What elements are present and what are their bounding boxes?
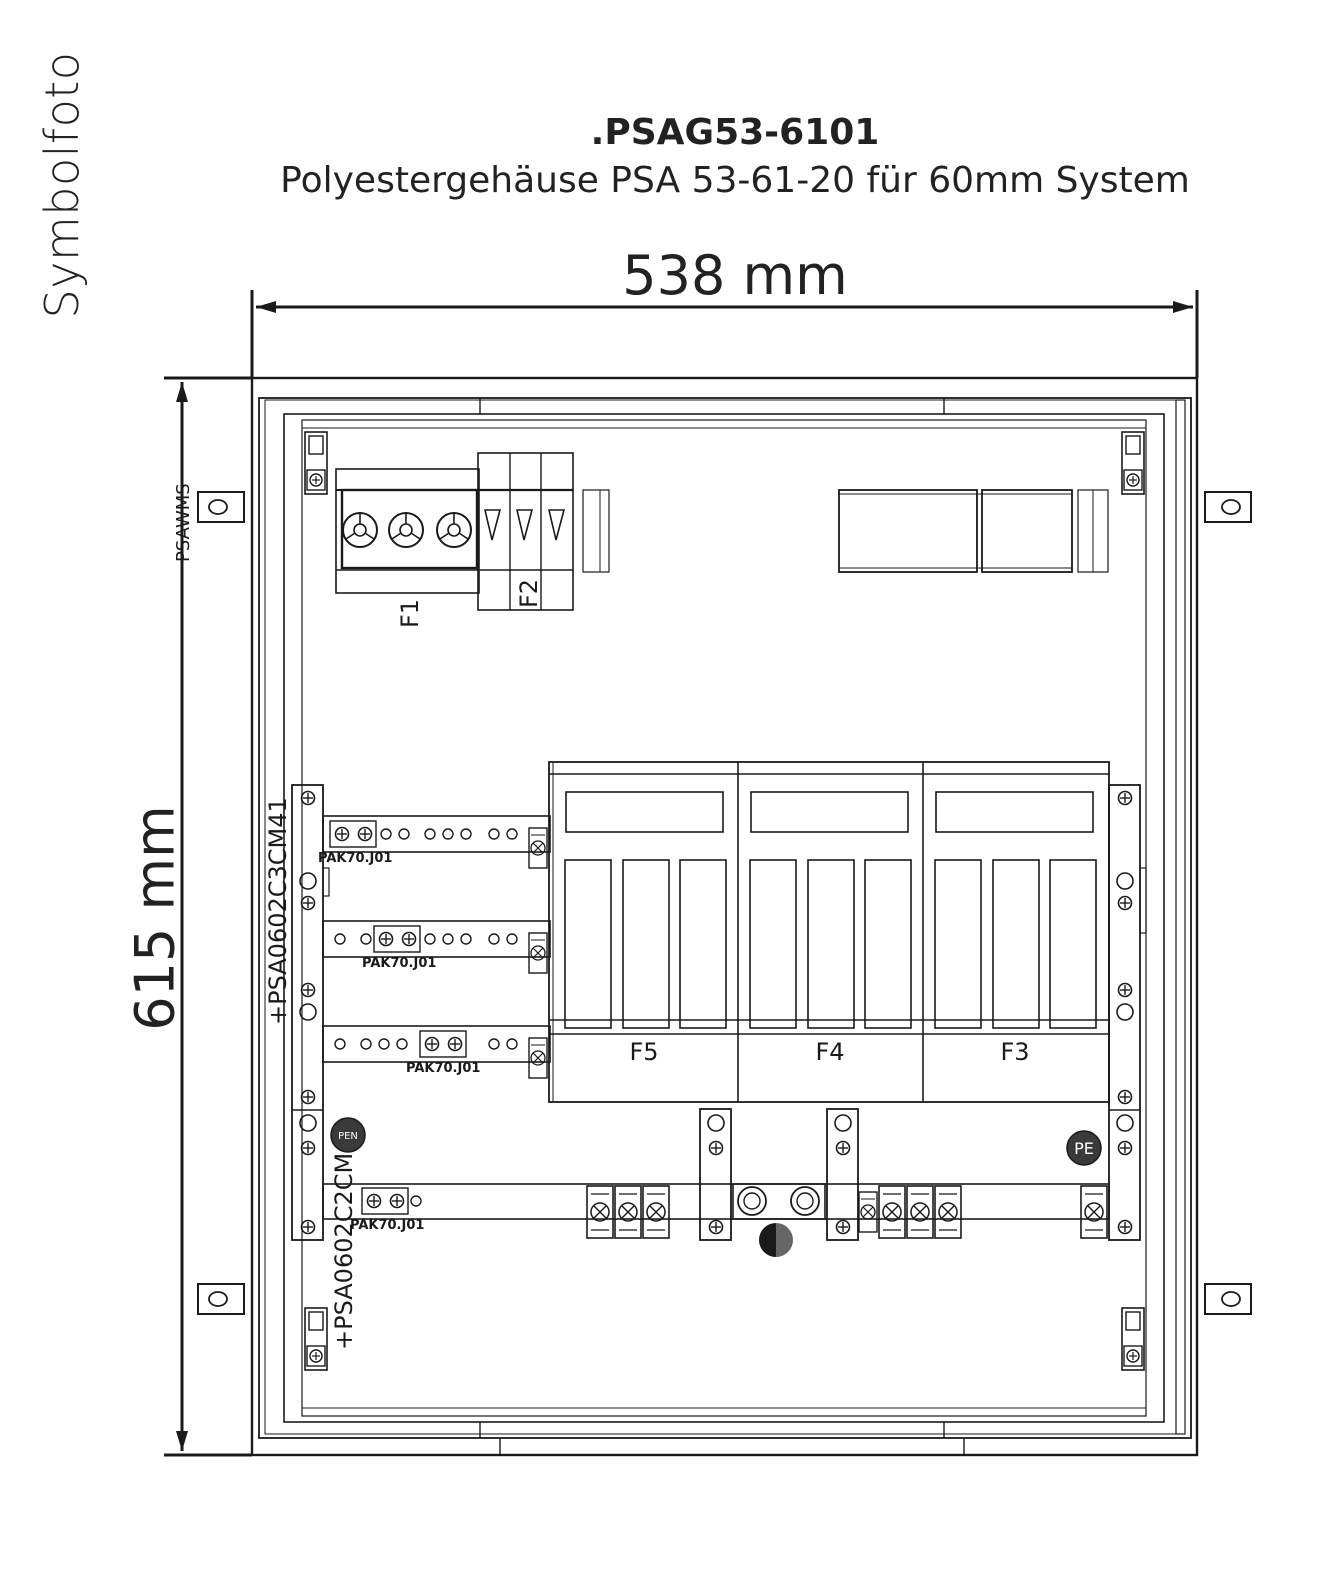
fuse-switch-units (548, 761, 1110, 1103)
pen-label: PEN (338, 1131, 358, 1142)
surge-f2-label: F2 (515, 579, 543, 608)
pe-marker (1066, 1130, 1102, 1166)
mounting-lugs (197, 491, 1252, 1315)
horizontal-busbar-row-2 (322, 920, 551, 974)
rail-label-psawms: PSAWMS (173, 483, 194, 562)
left-vertical-busbar (291, 784, 330, 1241)
width-dimension-line (250, 290, 1199, 378)
fuse-switch-f3-label: F3 (1000, 1038, 1029, 1066)
width-dimension-label: 538 mm (622, 244, 848, 307)
horizontal-busbar-row-1 (322, 815, 551, 869)
bottom-busbar (322, 1108, 1110, 1257)
pak-label-row-1: PAK70.J01 (318, 851, 392, 866)
right-vertical-busbar (1108, 784, 1147, 1241)
busbar-label-top: +PSA0602C3CM41 (264, 797, 292, 1025)
pe-label: PE (1074, 1139, 1094, 1158)
product-description: Polyestergehäuse PSA 53-61-20 für 60mm S… (280, 160, 1190, 201)
fuse-switch-f4-label: F4 (815, 1038, 844, 1066)
busbar-label-bottom: +PSA0602C2CM (330, 1153, 358, 1350)
height-dimension-line (164, 376, 252, 1457)
empty-module-slots (838, 489, 1109, 573)
pak-label-row-3: PAK70.J01 (406, 1061, 480, 1076)
horizontal-busbar-row-3 (322, 1025, 551, 1079)
fuse-f1-block (335, 468, 480, 594)
product-code-title: .PSAG53-6101 (590, 112, 880, 153)
pak-label-row-2: PAK70.J01 (362, 956, 436, 971)
pen-marker (330, 1117, 366, 1153)
enclosure-frame (250, 376, 1199, 1457)
fuse-f1-label: F1 (396, 599, 424, 628)
pak-label-bottom: PAK70.J01 (350, 1218, 424, 1233)
fuse-switch-f5-label: F5 (629, 1038, 658, 1066)
surge-f2-block (477, 452, 610, 611)
